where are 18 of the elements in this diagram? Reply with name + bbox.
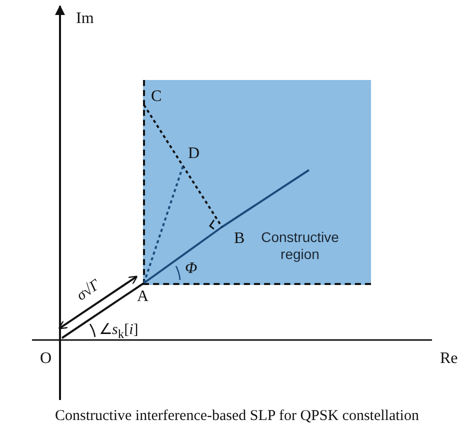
point-label: B [234,230,248,247]
math-label: Φ [185,260,198,278]
edge-label: σ√Γ [74,277,104,305]
point-label: A [137,288,151,305]
point-label: D [188,145,202,162]
point-label: O [40,350,54,367]
axis-label: Re [440,350,458,368]
double-arrow [58,276,138,330]
line [143,226,223,284]
point-label: C [151,88,165,105]
axis-label: Im [76,10,94,28]
dotted-line [143,104,223,228]
shaded-region [143,80,371,285]
math-label: ∠s$_{k}$[i] [99,322,138,342]
dotted-line [143,166,184,284]
caption: Constructive interference-based SLP for QPSK constellation [54,408,420,425]
region-label: Constructive region [260,229,340,263]
line [61,282,145,339]
